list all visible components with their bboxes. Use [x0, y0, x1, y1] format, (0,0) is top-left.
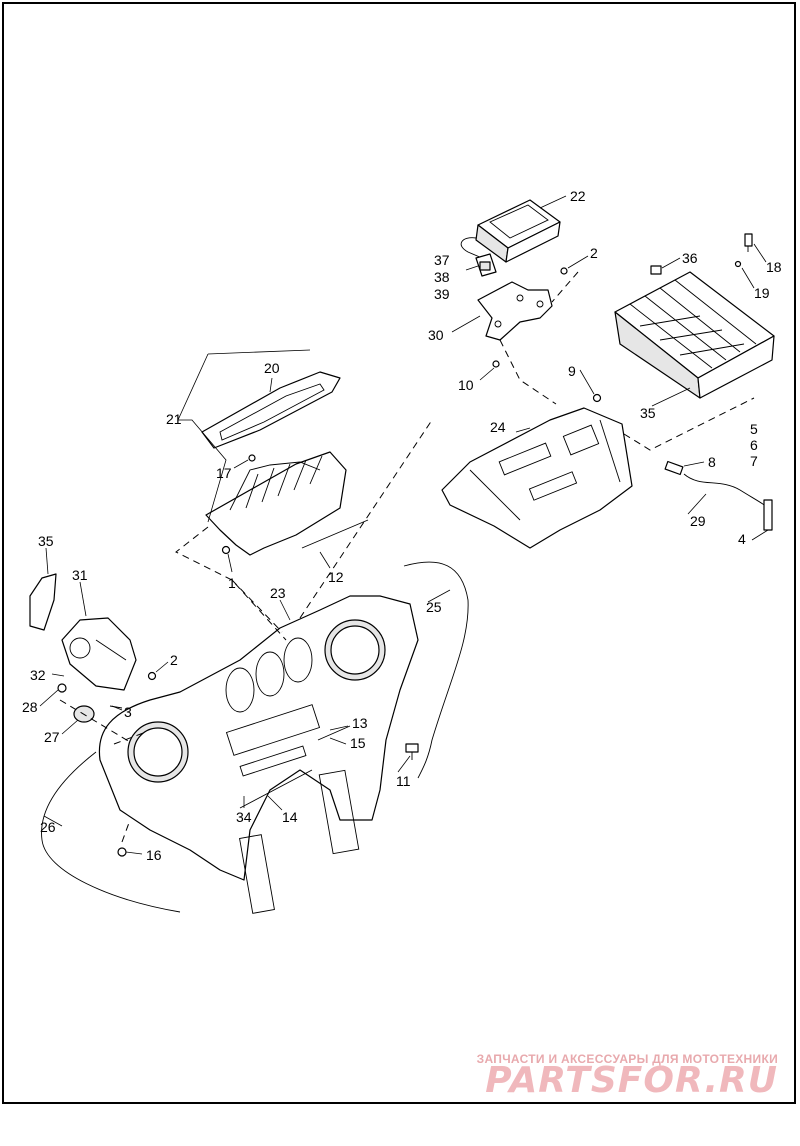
callout-17: 17	[216, 465, 232, 481]
part-screw-36	[650, 265, 662, 275]
diagram-frame	[2, 2, 796, 1104]
callout-13: 13	[352, 715, 368, 731]
callout-34: 34	[236, 809, 252, 825]
callout-32: 32	[30, 667, 46, 683]
part-screw-1	[221, 545, 231, 555]
part-trim-right	[403, 561, 469, 779]
callout-2-top: 2	[590, 245, 598, 261]
callout-18: 18	[766, 259, 782, 275]
part-top-cover	[201, 371, 341, 449]
callout-15: 15	[350, 735, 366, 751]
part-speaker-adapter	[29, 573, 57, 631]
callout-7: 7	[750, 453, 758, 469]
callout-26: 26	[40, 819, 56, 835]
part-cable	[664, 460, 773, 531]
callout-29: 29	[690, 513, 706, 529]
callout-31: 31	[72, 567, 88, 583]
callout-37: 37	[434, 252, 450, 268]
part-trim-strip-14	[239, 769, 313, 809]
part-bracket	[477, 281, 553, 368]
part-vent-housing	[205, 451, 347, 556]
part-screw-17	[248, 454, 256, 462]
callout-6: 6	[750, 437, 758, 453]
part-screw-11	[405, 743, 419, 760]
part-connector-37-39	[475, 253, 497, 277]
assembly-lines	[59, 271, 755, 843]
part-seal-strip	[301, 519, 369, 549]
callout-21: 21	[166, 411, 182, 427]
callout-labels: 22 2 37 38 39 30 10 36 18 19 20 21 17 9 …	[22, 188, 782, 863]
callout-2-left: 2	[170, 652, 178, 668]
callout-35-right: 35	[640, 405, 656, 421]
watermark-subtitle: ЗАПЧАСТИ И АКСЕССУАРЫ ДЛЯ МОТОТЕХНИКИ	[476, 1052, 778, 1066]
callout-39: 39	[434, 286, 450, 302]
part-amplifier	[614, 271, 775, 399]
callout-3: 3	[124, 704, 132, 720]
callout-11: 11	[396, 773, 411, 789]
callout-10: 10	[458, 377, 474, 393]
callout-24: 24	[490, 419, 506, 435]
part-speaker-box	[61, 617, 137, 691]
callout-16: 16	[146, 847, 162, 863]
part-screw-top	[560, 267, 568, 275]
callout-30: 30	[428, 327, 444, 343]
part-screw-16	[117, 847, 127, 857]
callout-1: 1	[228, 575, 236, 591]
callout-28: 28	[22, 699, 38, 715]
callout-36: 36	[682, 250, 698, 266]
part-screw-18-19	[734, 233, 753, 268]
part-trim-left	[41, 751, 181, 913]
callout-38: 38	[434, 269, 450, 285]
leader-lines	[39, 195, 769, 855]
callout-5: 5	[750, 421, 758, 437]
callout-9: 9	[568, 363, 576, 379]
callout-27: 27	[44, 729, 60, 745]
part-radio	[460, 199, 561, 263]
callout-20: 20	[264, 360, 280, 376]
watermark-logo: PARTSFOR.RU	[485, 1060, 778, 1101]
part-screw-9	[592, 393, 602, 403]
callout-8: 8	[708, 454, 716, 470]
part-screw-2-left	[147, 671, 157, 681]
part-trim-15	[317, 725, 351, 741]
callout-35-left: 35	[38, 533, 54, 549]
part-clip-28	[57, 683, 67, 693]
callout-23: 23	[270, 585, 286, 601]
part-mounting-plate	[441, 407, 633, 549]
callout-14: 14	[282, 809, 298, 825]
part-inner-fairing	[98, 595, 419, 914]
callout-25: 25	[426, 599, 442, 615]
callout-19: 19	[754, 285, 770, 301]
callout-12: 12	[328, 569, 344, 585]
callout-22: 22	[570, 188, 586, 204]
callout-4: 4	[738, 531, 746, 547]
